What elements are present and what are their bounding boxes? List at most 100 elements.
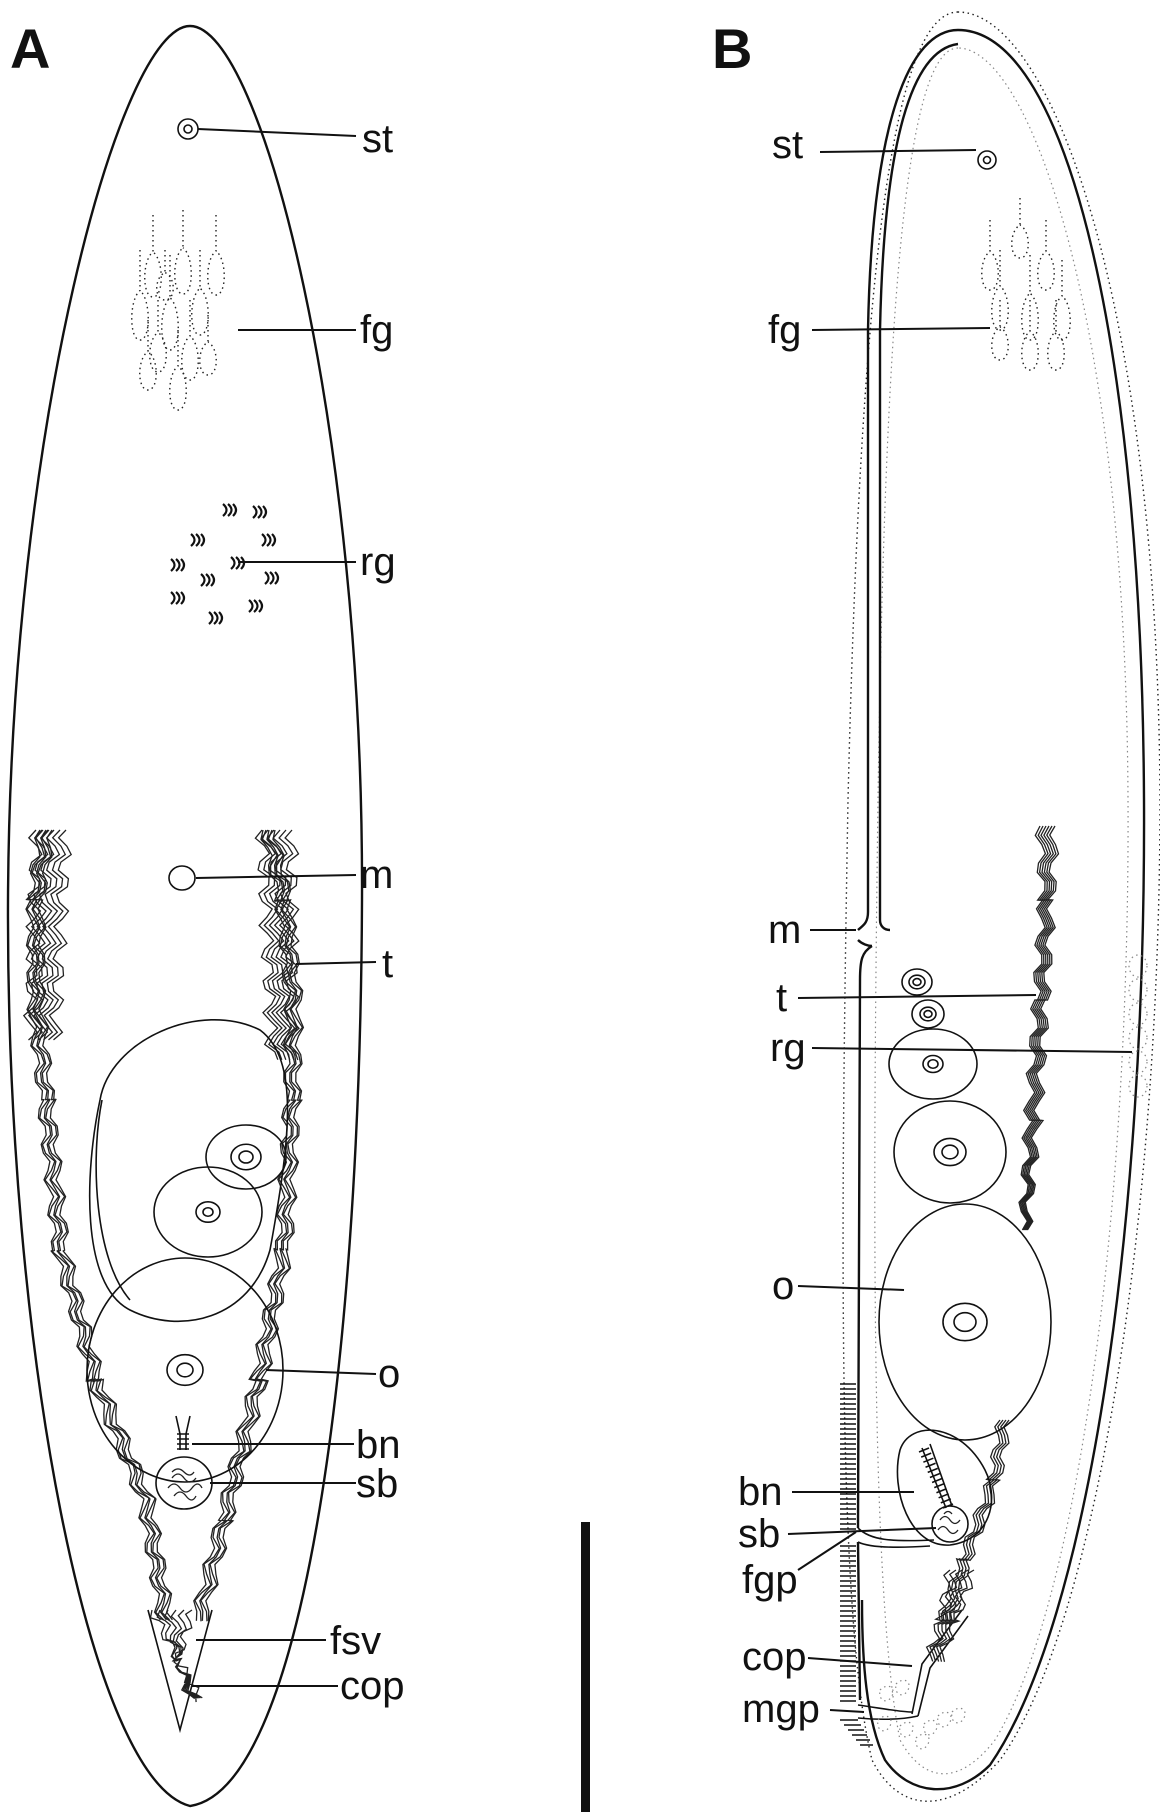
panel-b-label-t: t [776,976,787,1020]
rhabdite-icon [171,592,184,604]
rhabdite-icon [223,504,236,516]
panel-a-copulatory-organ [148,1610,212,1730]
panel-a-rhabdite-glands [171,504,278,624]
oocyte-nucleus [196,1202,220,1222]
accessory-gland [916,1734,929,1749]
panel-b-epidermis-outer [843,12,1160,1801]
panel-b-label-bn: bn [738,1470,783,1514]
panel-a-label-fsv: fsv [330,1619,381,1663]
oocyte-nucleolus [203,1208,213,1217]
frontal-gland-icon [145,215,162,297]
rhabdite-gland [1129,1003,1147,1025]
frontal-gland-icon [150,300,167,372]
oocyte-nucleolus [942,1145,958,1159]
panel-a-label-st: st [362,117,393,161]
panel-b-frontal-glands [982,198,1071,370]
oocyte [894,1101,1006,1203]
panel-b-labels: st fg m t rg o bn sb fgp cop mgp [738,123,820,1731]
oocyte [154,1167,262,1257]
panel-a-bursal-nozzle [176,1416,190,1450]
panel-a-seminal-bursa [156,1457,212,1509]
rhabdite-icon [253,506,266,518]
frontal-gland-icon [170,330,187,410]
oocyte-nucleus [167,1355,203,1386]
accessory-gland [900,1722,913,1737]
panel-a-label-cop: cop [340,1664,405,1708]
oocyte-nucleus [909,975,925,989]
oocyte-nucleolus [913,979,921,986]
panel-b-label-fgp: fgp [742,1558,798,1602]
panel-a-body-outline [8,26,362,1806]
oocyte [879,1204,1051,1440]
panel-b-letter: B [712,17,752,80]
oocyte-nucleolus [239,1151,253,1163]
oocyte-nucleolus [177,1363,193,1377]
panel-a-labels: st fg rg m t o bn sb fsv cop [330,117,405,1708]
rhabdite-gland [1129,1075,1147,1097]
rhabdite-icon [249,600,262,612]
accessory-gland [952,1708,965,1723]
frontal-gland-icon [192,250,209,335]
frontal-gland-icon [140,320,157,390]
rhabdite-icon [262,534,275,546]
frontal-gland-icon [1048,300,1065,370]
frontal-gland-icon [182,300,199,380]
panel-b-label-sb: sb [738,1512,780,1556]
panel-a-label-sb: sb [356,1462,398,1506]
frontal-gland-icon [1038,220,1055,290]
panel-b: B [712,12,1160,1801]
scale-bar [581,1522,590,1812]
rhabdite-icon [265,572,278,584]
panel-b-pharynx-line [880,44,958,920]
panel-b-body-wall [862,30,1144,1789]
panel-a-letter: A [10,17,50,80]
rhabdite-icon [171,559,184,571]
panel-b-label-m: m [768,908,801,952]
panel-a-statocyst [178,119,198,139]
oocyte-nucleolus [924,1011,932,1018]
panel-b-label-cop: cop [742,1635,807,1679]
accessory-gland [924,1720,937,1735]
rhabdite-gland [1129,955,1147,977]
frontal-gland-icon [208,215,225,295]
oocyte-nucleolus [928,1060,938,1069]
accessory-gland [938,1712,951,1727]
panel-a-frontal-glands [132,210,225,410]
panel-a-label-bn: bn [356,1423,401,1467]
panel-a-testes [24,830,304,1621]
panel-a-label-o: o [378,1352,400,1396]
oocyte-nucleus [231,1144,261,1170]
oocyte-nucleolus [954,1313,976,1332]
frontal-gland-icon [992,250,1009,330]
panel-b-label-st: st [772,123,803,167]
panel-b-ventral-wall [858,946,872,1700]
panel-a-ovary [90,1020,288,1322]
frontal-gland-icon [200,315,217,375]
panel-b-testes [939,826,1059,1620]
panel-a-label-m: m [360,853,393,897]
panel-a: A [8,17,405,1806]
panel-b-leaders [788,150,1132,1712]
panel-b-label-o: o [772,1264,794,1308]
rhabdite-icon [209,612,222,624]
panel-a-label-fg: fg [360,308,393,352]
oocyte [902,969,932,995]
oocyte-nucleus [943,1303,987,1340]
panel-b-accessory-glands [878,1680,965,1749]
oocyte-nucleus [934,1138,966,1165]
panel-b-label-rg: rg [770,1026,806,1070]
accessory-gland [880,1686,893,1701]
panel-b-label-fg: fg [768,308,801,352]
frontal-gland-icon [1012,198,1029,258]
panel-b-copulatory-organ [912,1570,974,1716]
oocyte [889,1029,977,1099]
oocyte-nucleus [923,1056,943,1073]
rhabdite-gland [1129,979,1147,1001]
rhabdite-icon [201,574,214,586]
oocyte [912,1000,944,1028]
panel-b-mouth-region [858,912,890,946]
vas-deferens-strand [950,1420,1009,1620]
accessory-gland [896,1680,909,1695]
panel-b-epidermis-inner [875,48,1128,1774]
